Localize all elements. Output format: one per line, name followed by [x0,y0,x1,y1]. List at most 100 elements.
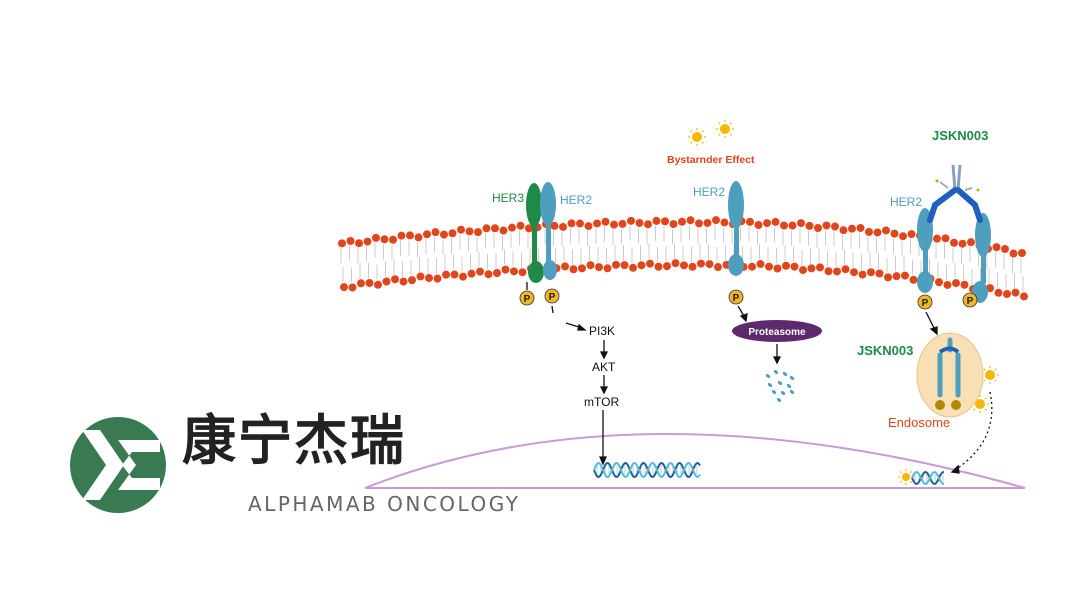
lipid-head [603,264,612,273]
lipid-head [610,220,618,229]
lipid-head [620,261,629,270]
lipid-head [882,226,890,235]
lipid-head [671,259,680,268]
fragment [789,389,795,395]
phospho-circle [917,294,933,310]
her2-receptor-left [540,182,557,280]
lipid-head [858,270,867,279]
lipid-head [635,218,644,227]
lipid-head [748,262,756,271]
jskn003-antibody-icon [927,164,983,223]
her3-receptor [526,183,544,283]
lipid-head [423,230,431,239]
lipid-head [856,223,865,232]
lipid-head [391,275,399,284]
lipid-head [678,217,686,226]
lipid-head [714,263,722,272]
lipid-head [365,278,374,287]
lipid-head [952,279,960,288]
lipid-head [406,231,414,240]
endosome-label: Endosome [888,415,950,430]
phospho-circle [962,292,978,308]
lipid-head [754,220,763,229]
lipid-head [688,262,697,271]
lipid-head [593,219,601,228]
lipid-head [440,230,448,239]
lipid-head [374,280,382,289]
lipid-head [890,229,899,238]
lipid-head [1011,288,1020,297]
her2-receptor-middle [728,181,744,276]
lipid-head [790,262,799,271]
lipid-head [782,261,790,270]
lipid-head [788,221,797,230]
lipid-head [771,217,780,226]
lipid-head [501,265,510,274]
lipid-head [899,232,907,241]
lipid-head [763,219,771,228]
lipid-head [943,280,952,289]
dna-helix-small-icon [911,471,944,485]
lipid-head [822,221,831,230]
phospho-label: P [922,298,929,309]
her2-label-left: HER2 [560,193,592,207]
lipid-head [595,263,603,272]
lipid-head [663,262,671,271]
lipid-head [839,226,848,235]
lipid-head [382,277,391,286]
lipid-head [450,270,459,279]
lipid-head [652,216,661,225]
lipid-head [372,233,380,242]
lipid-head [467,269,476,278]
lipid-head [340,283,348,292]
fragment [777,380,783,386]
lipid-head [697,259,705,268]
lipid-head [909,275,918,284]
lipid-head [442,270,450,279]
mtor-label: mTOR [584,395,619,409]
lipid-head [399,277,408,286]
lipid-head [457,225,465,234]
lipid-head [669,220,678,229]
lipid-head [561,262,569,271]
lipid-head [992,243,1001,252]
lipid-head [431,228,440,237]
lipid-head [833,267,841,276]
lipid-head [967,238,975,247]
degraded-fragments-icon [765,369,795,403]
phospho-label: P [967,296,974,307]
lipid-head [1001,244,1009,253]
phospho-label: P [733,293,740,304]
lipid-head [397,231,406,240]
company-name-english: ALPHAMAB ONCOLOGY [248,492,521,516]
lipid-head [875,269,884,278]
fragment [773,369,779,375]
lipid-head [346,236,355,245]
proteasome [732,320,822,342]
lipid-head [831,222,839,231]
lipid-head [629,263,637,272]
lipid-head [493,268,501,277]
lipid-head [425,274,433,283]
lipid-head [935,278,943,287]
fragment [782,371,788,377]
lipid-head [933,234,941,243]
lipid-head [578,264,586,273]
lipid-head [986,284,994,293]
lipid-head [720,218,729,227]
lipid-head [586,261,595,270]
fragment [765,373,771,379]
lipid-head [414,233,423,242]
lipid-head [816,263,824,272]
lipid-head [805,221,814,230]
company-name-chinese: 康宁杰瑞 [182,409,406,472]
lipid-head [389,235,397,244]
lipid-head [491,224,499,233]
fragment [786,383,792,389]
phospho-circle [519,290,535,306]
sun-icon [688,128,706,146]
fragment [780,390,786,396]
lipid-head [1018,249,1026,258]
